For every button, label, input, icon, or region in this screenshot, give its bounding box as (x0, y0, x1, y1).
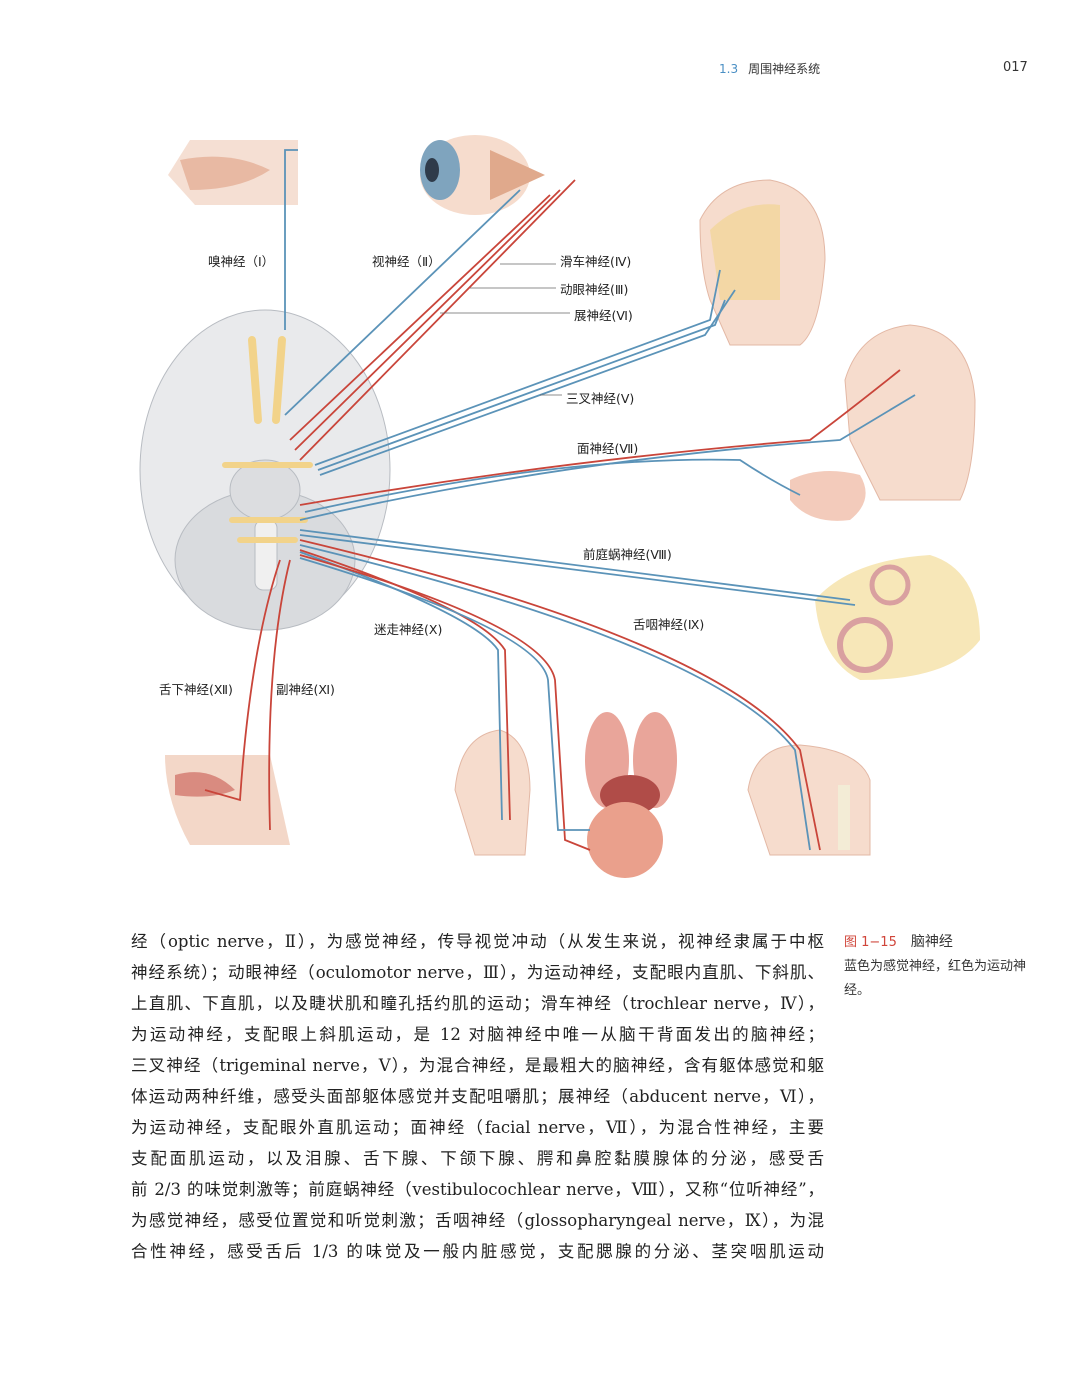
label-trochlear-nerve: 滑车神经(Ⅳ) (560, 254, 632, 269)
label-oculomotor-nerve: 动眼神经(Ⅲ) (560, 282, 629, 297)
head-face-illustration (699, 179, 976, 521)
cranial-nerves-illustration (139, 135, 980, 878)
body-line: 上直肌、下直肌，以及睫状肌和瞳孔括约肌的运动；滑车神经（trochlear ne… (131, 994, 824, 1013)
label-glossopharyngeal-nerve: 舌咽神经(Ⅸ) (633, 617, 705, 632)
body-line: 前 2/3 的味觉刺激等；前庭蜗神经（vestibulocochlear ner… (131, 1180, 824, 1199)
body-line: 三叉神经（trigeminal nerve，Ⅴ），为混合神经，是最粗大的脑神经，… (131, 1056, 824, 1075)
viscera-illustration (585, 712, 677, 878)
body-line: 支配面肌运动，以及泪腺、舌下腺、下颌下腺、腭和鼻腔黏膜腺体的分泌，感受舌 (131, 1149, 824, 1168)
body-line: 体运动两种纤维，感受头面部躯体感觉并支配咀嚼肌；展神经（abducent ner… (131, 1087, 824, 1106)
label-abducent-nerve: 展神经(Ⅵ) (574, 308, 633, 323)
eye-illustration (420, 135, 545, 215)
running-header: 1.3 周围神经系统 (719, 60, 820, 77)
nerve-paths (204, 149, 916, 851)
body-line: 神经系统）；动眼神经（oculomotor nerve，Ⅲ），为运动神经，支配眼… (131, 963, 824, 982)
nasal-cavity-illustration (168, 140, 298, 205)
section-number: 1.3 (719, 62, 739, 76)
tongue-neck-illustration (165, 755, 290, 845)
label-olfactory-nerve: 嗅神经（Ⅰ） (208, 254, 275, 269)
body-text: 经（optic nerve，Ⅱ），为感觉神经，传导视觉冲动（从发生来说，视神经隶… (131, 928, 824, 1269)
head-side-illustration (454, 729, 531, 856)
body-line: 为感觉神经，感受位置觉和听觉刺激；舌咽神经（glossopharyngeal n… (131, 1211, 824, 1230)
body-line: 为运动神经，支配眼外直肌运动；面神经（facial nerve，Ⅶ），为混合性神… (131, 1118, 824, 1137)
head-neck-illustration (747, 744, 871, 856)
body-line: 经（optic nerve，Ⅱ），为感觉神经，传导视觉冲动（从发生来说，视神经隶… (131, 932, 824, 951)
figure-description: 蓝色为感觉神经，红色为运动神经。 (844, 959, 1027, 998)
label-vagus-nerve: 迷走神经(Ⅹ) (374, 622, 443, 637)
label-hypoglossal-nerve: 舌下神经(Ⅻ) (159, 682, 233, 697)
body-line: 为运动神经，支配眼上斜肌运动，是 12 对脑神经中唯一从脑干背面发出的脑神经； (131, 1025, 824, 1044)
label-leader-lines (440, 263, 570, 396)
body-line: 合性神经，感受舌后 1/3 的味觉及一般内脏感觉，支配腮腺的分泌、茎突咽肌运动 (131, 1242, 824, 1261)
label-vestibulocochlear-nerve: 前庭蜗神经(Ⅷ) (583, 547, 672, 562)
figure-caption: 图 1−15 脑神经 蓝色为感觉神经，红色为运动神经。 (844, 930, 1034, 1003)
section-title: 周围神经系统 (748, 62, 821, 76)
page-number: 017 (1003, 60, 1028, 75)
inner-ear-illustration (815, 555, 980, 680)
label-trigeminal-nerve: 三叉神经(Ⅴ) (566, 391, 635, 406)
label-facial-nerve: 面神经(Ⅶ) (577, 441, 639, 456)
figure-title: 脑神经 (910, 934, 953, 950)
brain-inferior-view (139, 309, 391, 631)
label-accessory-nerve: 副神经(Ⅺ) (276, 682, 335, 697)
label-optic-nerve: 视神经（Ⅱ） (372, 254, 441, 269)
figure-number: 图 1−15 (844, 935, 897, 950)
